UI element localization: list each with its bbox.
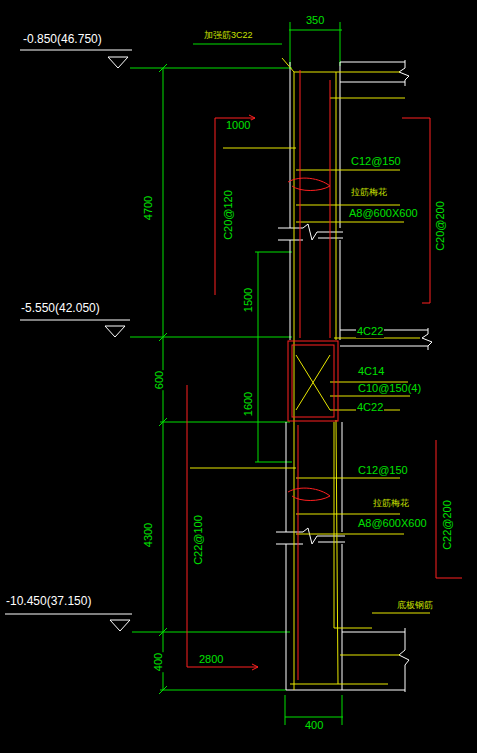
dimension-lines — [130, 22, 343, 725]
drawing-label: 1600 — [243, 391, 255, 417]
drawing-label: C20@120 — [223, 189, 235, 241]
drawing-label: 600 — [154, 370, 166, 390]
drawing-label: 拉筋梅花 — [350, 188, 388, 197]
drawing-label: C22@100 — [193, 514, 205, 566]
drawing-label: C12@150 — [357, 465, 409, 477]
drawing-label: 2800 — [198, 654, 224, 666]
drawing-label: 400 — [153, 652, 165, 672]
drawing-label: 4C22 — [356, 326, 384, 338]
drawing-label: 4700 — [143, 195, 155, 221]
drawing-label: 4300 — [143, 522, 155, 548]
drawing-label: -10.450(37.150) — [5, 595, 92, 608]
drawing-label: 1500 — [243, 287, 255, 313]
rebar-lines-red — [187, 70, 462, 680]
drawing-label: 350 — [305, 15, 325, 27]
drawing-label: C22@200 — [442, 499, 454, 551]
drawing-label: 底板钢筋 — [396, 601, 434, 610]
drawing-label: A8@600X600 — [357, 518, 428, 530]
drawing-label: 400 — [304, 720, 324, 732]
drawing-label: C12@150 — [350, 156, 402, 168]
drawing-label: 拉筋梅花 — [372, 499, 410, 508]
wall-outline — [276, 60, 432, 692]
level-marks — [5, 50, 132, 631]
drawing-label: -0.850(46.750) — [22, 33, 103, 46]
drawing-label: 1000 — [225, 120, 251, 132]
drawing-label: 4C22 — [356, 402, 384, 414]
drawing-label: 4C14 — [357, 366, 385, 378]
drawing-label: C10@150(4) — [357, 383, 422, 395]
drawing-label: C20@200 — [435, 200, 447, 252]
drawing-label: -5.550(42.050) — [20, 302, 101, 315]
drawing-label: 加强筋3C22 — [203, 31, 254, 40]
rebar-lines — [190, 58, 430, 690]
drawing-label: A8@600X600 — [348, 208, 419, 220]
